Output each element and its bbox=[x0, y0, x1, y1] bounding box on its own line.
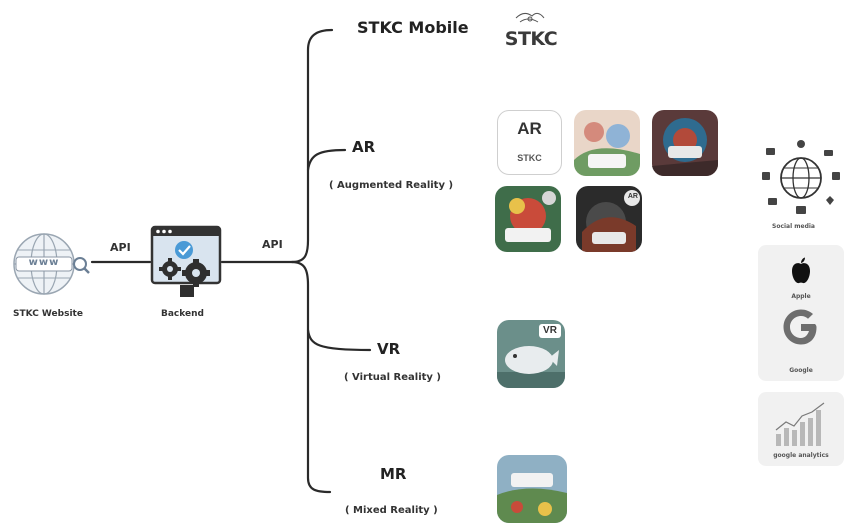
app-tile-ar-2 bbox=[574, 110, 640, 176]
apple-label: Apple bbox=[791, 293, 811, 300]
app-tile-vr: VR bbox=[497, 320, 565, 388]
apple-icon bbox=[792, 257, 810, 284]
ar-badge: AR bbox=[627, 193, 638, 200]
branch-subtitle-vr: ( Virtual Reality ) bbox=[344, 372, 441, 383]
connector-branch-ar bbox=[306, 148, 347, 172]
app-tile-ar-5: AR bbox=[576, 186, 642, 252]
api-label-right: API bbox=[262, 238, 283, 251]
api-label-left: API bbox=[110, 241, 131, 254]
stkc-logo-text: STKC bbox=[504, 28, 558, 50]
google-label: Google bbox=[789, 367, 813, 374]
platforms-panel: Apple Google bbox=[758, 245, 844, 381]
connector-branch-vr bbox=[306, 328, 372, 352]
google-icon bbox=[783, 309, 817, 345]
vr-badge: VR bbox=[543, 325, 557, 336]
backend-label: Backend bbox=[161, 309, 204, 319]
ar-tile-brand: STKC bbox=[517, 153, 542, 163]
branch-subtitle-ar: ( Augmented Reality ) bbox=[329, 180, 454, 191]
backend-icon bbox=[150, 225, 222, 299]
connector-trunk bbox=[290, 28, 334, 264]
analytics-chart-icon bbox=[775, 402, 825, 446]
connector-trunk-lower bbox=[290, 260, 332, 494]
app-tile-mr bbox=[497, 455, 567, 523]
website-globe-icon: www bbox=[6, 228, 90, 300]
branch-title-mobile: STKC Mobile bbox=[357, 18, 469, 37]
branch-title-mr: MR bbox=[380, 465, 407, 483]
social-media-label: Social media bbox=[772, 223, 815, 230]
website-label: STKC Website bbox=[13, 309, 83, 319]
app-tile-ar-main: AR STKC bbox=[497, 110, 562, 175]
stkc-logo: STKC bbox=[494, 8, 566, 58]
branch-subtitle-mr: ( Mixed Reality ) bbox=[345, 505, 438, 516]
ar-tile-title: AR bbox=[517, 119, 542, 138]
app-tile-ar-3 bbox=[652, 110, 718, 176]
analytics-label: google analytics bbox=[773, 452, 829, 459]
app-tile-ar-4 bbox=[495, 186, 561, 252]
social-media-icon bbox=[760, 138, 842, 222]
website-icon-text: www bbox=[28, 257, 60, 268]
branch-title-vr: VR bbox=[377, 340, 401, 358]
branch-title-ar: AR bbox=[352, 138, 376, 156]
analytics-panel: google analytics bbox=[758, 392, 844, 466]
